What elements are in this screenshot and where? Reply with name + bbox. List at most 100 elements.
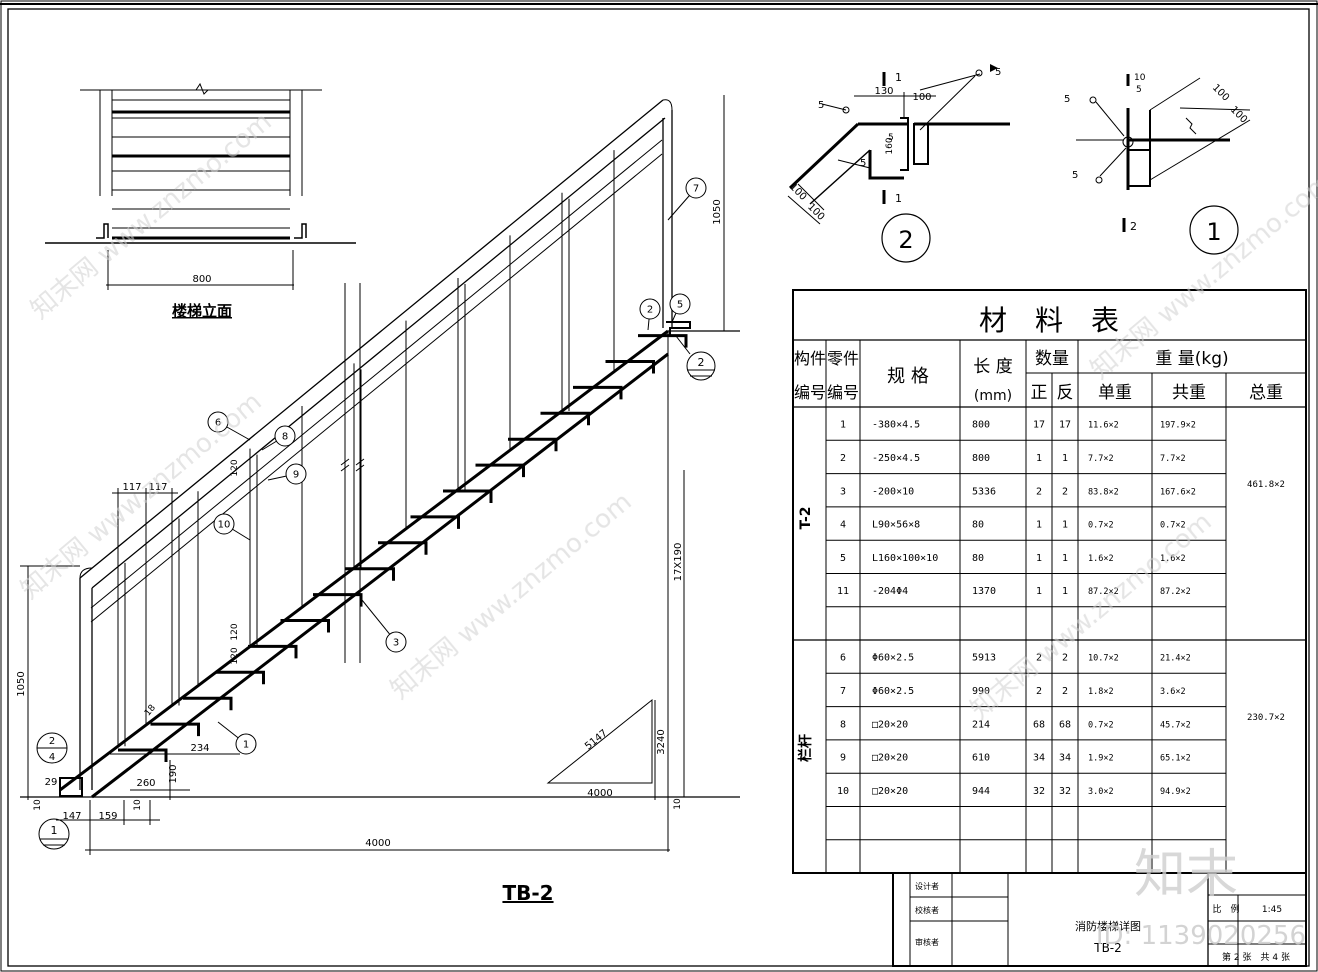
- callout-5: 5: [669, 293, 691, 323]
- dim-rise-total: 3240: [656, 729, 667, 754]
- table-cell-total: 7.7×2: [1160, 454, 1186, 464]
- table-cell-no: 2: [840, 453, 846, 464]
- section-mark-bottom-left: 1: [38, 818, 70, 850]
- detail-2-label: 2: [898, 226, 913, 254]
- table-cell-p: 1: [1036, 553, 1042, 564]
- table-cell-spec: □20×20: [872, 719, 908, 730]
- section-mark-top-right: 2: [675, 335, 716, 381]
- detail-2-dim-160: 160: [885, 137, 895, 154]
- table-cell-total: 94.9×2: [1160, 787, 1191, 797]
- hdr-member-2: 编号: [794, 383, 826, 402]
- stair-tread: [605, 360, 655, 374]
- detail-2-weld-top: 5: [995, 67, 1001, 78]
- table-cell-unit: 0.7×2: [1088, 720, 1114, 730]
- table-cell-unit: 1.8×2: [1088, 687, 1114, 697]
- table-cell-p: 32: [1033, 786, 1045, 797]
- table-cell-p: 1: [1036, 586, 1042, 597]
- callout-label: 8: [282, 432, 288, 443]
- callout-label: 3: [393, 638, 399, 649]
- title-block: 设计者 校核者 审核者 消防楼梯详图 TB-2 比 例 1:45 第 2 张 共…: [892, 872, 1307, 967]
- table-cell-total: 45.7×2: [1160, 720, 1191, 730]
- table-cell-total: 21.4×2: [1160, 654, 1191, 664]
- svg-text:2: 2: [49, 736, 55, 747]
- dim-base-b: 159: [98, 811, 117, 822]
- material-table: 材 料 表 构件 编号 零件 编号 规 格 长 度 (mm) 数量 正 反 重 …: [792, 289, 1307, 874]
- table-cell-p: 2: [1036, 486, 1042, 497]
- detail-1-dim-a: 100: [1210, 82, 1231, 103]
- table-cell-no: 3: [840, 486, 846, 497]
- table-cell-p: 2: [1036, 653, 1042, 664]
- table-cell-spec: □20×20: [872, 786, 908, 797]
- stair-elevation: 800 楼梯立面: [45, 82, 356, 320]
- stair-tread: [508, 437, 558, 452]
- detail-2-weld-c: 5: [888, 133, 894, 143]
- detail-2: 1 1 130 100 160 100 100 5 5 5 5 2: [787, 64, 1010, 263]
- scale-label: 比 例: [1212, 903, 1239, 915]
- callout-10: 10: [213, 513, 251, 541]
- table-cell-len: 1370: [972, 586, 996, 597]
- table-cell-n: 34: [1059, 753, 1071, 764]
- main-view-title: TB-2: [502, 881, 553, 905]
- watermark-site-3: 知末网 www.znzmo.com: [15, 387, 267, 606]
- table-cell-no: 5: [840, 553, 846, 564]
- stair-treads: [118, 334, 688, 762]
- drawing-no: TB-2: [1093, 941, 1122, 955]
- detail-2-dim-130: 130: [874, 86, 893, 97]
- group-sum-2: 230.7×2: [1247, 713, 1285, 723]
- table-cell-n: 32: [1059, 786, 1071, 797]
- hdr-spec: 规 格: [887, 366, 929, 387]
- callout-7: 7: [667, 177, 707, 221]
- table-cell-n: 1: [1062, 453, 1068, 464]
- dim-riser-note: 17X190: [673, 543, 684, 582]
- hdr-weight: 重 量(kg): [1155, 349, 1228, 369]
- role-reviewer: 审核者: [915, 937, 939, 947]
- hdr-qty-neg: 反: [1057, 383, 1074, 403]
- hdr-length: 长 度: [973, 357, 1012, 377]
- scale-value: 1:45: [1262, 905, 1282, 915]
- table-cell-unit: 11.6×2: [1088, 421, 1119, 431]
- hdr-sum-weight: 总重: [1249, 383, 1283, 403]
- stair-tread: [443, 489, 493, 503]
- dim-tread: 234: [190, 743, 209, 754]
- table-cell-len: 5913: [972, 653, 996, 664]
- dim-going: 260: [136, 778, 155, 789]
- table-cell-len: 800: [972, 420, 990, 431]
- table-cell-p: 2: [1036, 686, 1042, 697]
- table-cell-no: 4: [840, 520, 846, 531]
- stair-tread: [378, 541, 428, 555]
- hdr-qty: 数量: [1035, 349, 1069, 369]
- stair-tread: [313, 593, 363, 607]
- table-cell-total: 65.1×2: [1160, 754, 1191, 764]
- table-cell-total: 87.2×2: [1160, 587, 1191, 597]
- stair-tread: [475, 463, 525, 478]
- group-member-1: T-2: [798, 506, 814, 529]
- detail-2-cut-bottom: 1: [895, 192, 902, 205]
- table-cell-unit: 83.8×2: [1088, 487, 1119, 497]
- callout-1: 1: [217, 721, 257, 755]
- watermark-id: ID: 1139020256: [1096, 921, 1306, 951]
- table-cell-unit: 1.6×2: [1088, 554, 1114, 564]
- table-cell-no: 7: [840, 686, 846, 697]
- table-cell-spec: -204Φ4: [872, 586, 908, 597]
- table-cell-spec: -380×4.5: [872, 420, 920, 431]
- callout-label: 5: [677, 300, 683, 311]
- table-cell-n: 68: [1059, 719, 1071, 730]
- stair-tread: [280, 619, 330, 633]
- elevation-width-dim: 800: [192, 274, 211, 285]
- callout-8: 8: [261, 425, 296, 451]
- group-sum-1: 461.8×2: [1247, 480, 1285, 490]
- dim-base-c: 10: [33, 799, 43, 811]
- table-cell-p: 34: [1033, 753, 1045, 764]
- table-cell-len: 990: [972, 686, 990, 697]
- stair-tread: [183, 696, 233, 711]
- dim-base-e: 29: [45, 777, 58, 788]
- detail-2-dim-100b: 100: [787, 182, 808, 203]
- table-cell-unit: 87.2×2: [1088, 587, 1119, 597]
- table-cell-len: 610: [972, 753, 990, 764]
- watermark-brand: 知末: [1134, 845, 1238, 905]
- table-cell-unit: 7.7×2: [1088, 454, 1114, 464]
